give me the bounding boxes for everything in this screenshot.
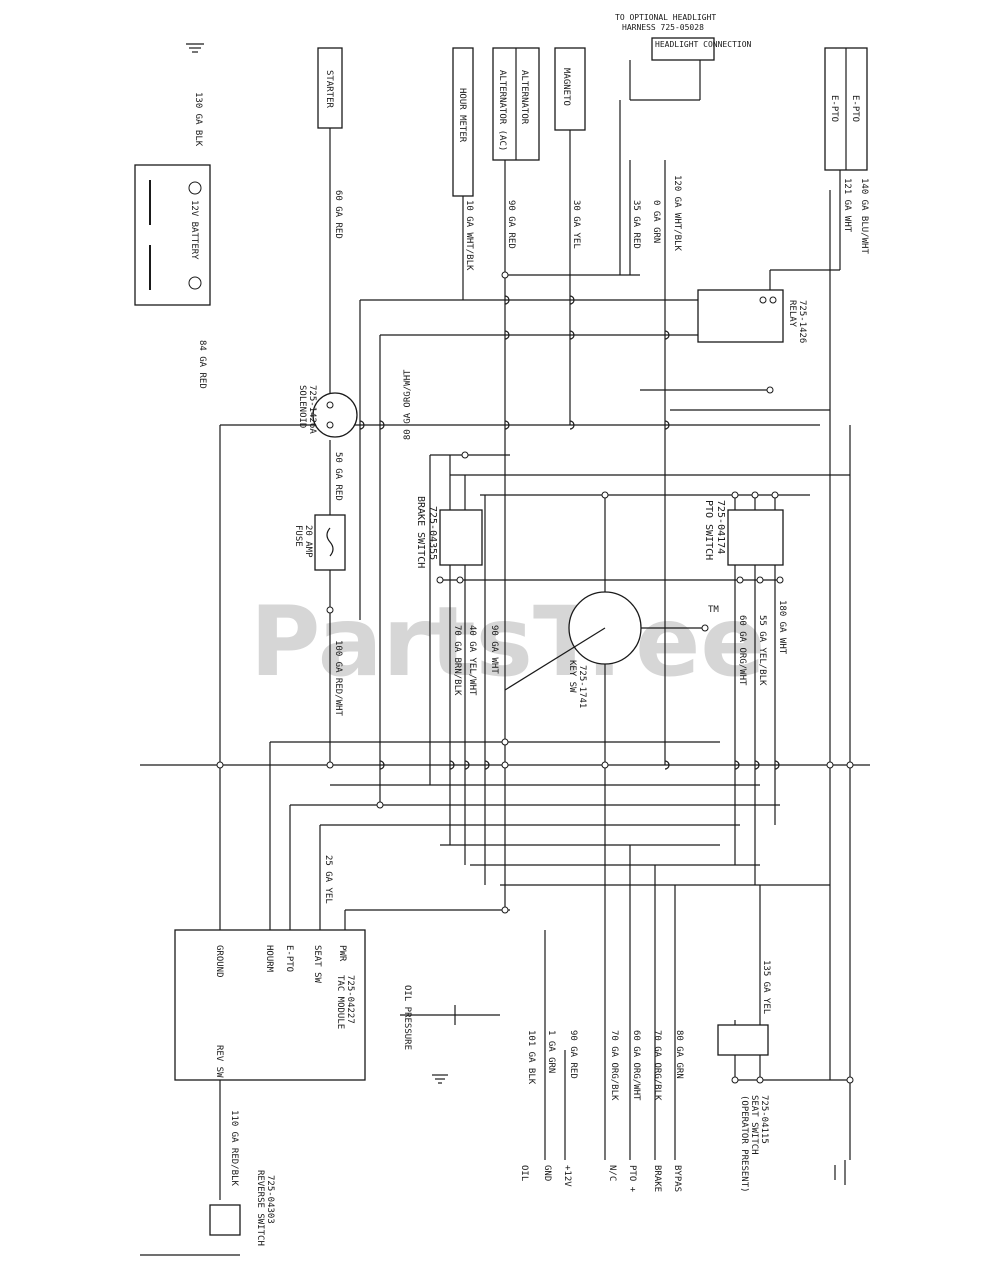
trademark: TM — [708, 605, 719, 615]
pto-switch-pn: 725-04174 — [715, 500, 726, 554]
wire-label: 70 GA BRN/BLK — [452, 625, 462, 696]
wire-label: 25 GA YEL — [323, 855, 333, 904]
conn-bypass: BYPAS — [672, 1165, 682, 1192]
wire-label: 70 GA ORG/BLK — [609, 1030, 619, 1101]
ground-lug-label: 130 GA BLK — [193, 92, 203, 147]
wire-label: 80 GA ORG/WHT — [403, 369, 413, 440]
hour-meter-label: HOUR METER — [457, 88, 467, 143]
fuse-label: FUSE — [293, 525, 303, 547]
relay-pn: 725-1426 — [797, 300, 807, 343]
battery-terminal-neg — [188, 181, 202, 195]
wire-label: 0 GA GRN — [651, 200, 661, 243]
key-switch-pn: 725-1741 — [577, 665, 587, 708]
tac-module-label: TAC MODULE — [335, 975, 345, 1029]
tac-pin-rev: REV SW — [214, 1045, 224, 1078]
solenoid-pn: 725-1426A — [307, 385, 317, 434]
ground-symbol-oil — [432, 1074, 448, 1084]
reverse-switch-pn: 725-04303 — [265, 1175, 275, 1224]
tac-pin-seat: SEAT SW — [312, 945, 322, 984]
oil-pressure-label: OIL PRESSURE — [402, 985, 412, 1050]
conn-oil: OIL — [519, 1165, 529, 1181]
brake-switch-box — [439, 509, 483, 566]
hour-meter-box — [452, 47, 474, 197]
wire-label: 30 GA YEL — [571, 200, 581, 249]
battery-terminal-pos — [188, 276, 202, 290]
tac-pin-ground: GROUND — [214, 945, 224, 978]
battery-label: 12V BATTERY — [189, 200, 199, 260]
wire-label: 90 GA RED — [506, 200, 516, 249]
wire-label: 35 GA RED — [631, 200, 641, 249]
seat-switch-pn: 725-04115 — [759, 1095, 769, 1144]
wire-label: 55 GA YEL/BLK — [757, 615, 767, 686]
wire-label: 90 GA RED — [568, 1030, 578, 1079]
reverse-switch-box — [209, 1204, 241, 1236]
wire-label: 140 GA BLU/WHT — [859, 178, 869, 254]
brake-switch-pn: 725-04355 — [427, 506, 438, 560]
starter-box — [317, 47, 343, 129]
tac-pin-epto: E-PTO — [284, 945, 294, 972]
solenoid — [312, 392, 358, 438]
pto-switch-label: PTO SWITCH — [703, 500, 714, 560]
wire-label: 101 GA BLK — [526, 1030, 536, 1085]
magneto-label: MAGNETO — [561, 68, 571, 106]
headlight-connection-box — [651, 37, 715, 61]
ground-symbol-top — [186, 43, 204, 53]
wire-label: 70 GA ORG/BLK — [652, 1030, 662, 1101]
ground-symbol-bottom — [834, 1160, 846, 1185]
key-switch-label: KEY SW — [567, 660, 577, 693]
conn-pto: PTO + — [627, 1165, 637, 1193]
reverse-switch-label: REVERSE SWITCH — [255, 1170, 265, 1246]
alternator-label: ALTERNATOR (AC) — [497, 70, 507, 151]
tac-module-box — [174, 929, 366, 1081]
wire-label: 90 GA WHT — [489, 625, 499, 674]
relay-box — [697, 289, 784, 343]
conn-gnd: GND — [542, 1165, 552, 1181]
wire-label: 40 GA YEL/WHT — [467, 625, 477, 696]
magneto-box — [554, 47, 586, 131]
wire-label: 1 GA GRN — [546, 1030, 556, 1073]
wire-label: 50 GA RED — [333, 452, 343, 501]
wire-label: 135 GA YEL — [761, 960, 771, 1014]
optional-headlight-label: TO OPTIONAL HEADLIGHT — [615, 13, 716, 22]
epto-label-b: E-PTO — [850, 95, 860, 122]
wire-label: 60 GA ORG/WHT — [631, 1030, 641, 1101]
headlight-connection-label: HEADLIGHT CONNECTION — [655, 40, 752, 49]
seat-switch-box — [717, 1024, 769, 1056]
wire-label: 110 GA RED/BLK — [229, 1110, 239, 1186]
alternator-sub-label: ALTERNATOR — [519, 70, 529, 125]
solenoid-label: SOLENOID — [297, 385, 307, 428]
fuse-amp: 20 AMP — [303, 525, 313, 558]
wire-label: 120 GA WHT/BLK — [672, 175, 682, 251]
wire-label: 84 GA RED — [197, 340, 207, 389]
brake-switch-label: BRAKE SWITCH — [415, 496, 426, 568]
conn-12v: +12V — [562, 1165, 572, 1187]
conn-nc: N/C — [607, 1165, 617, 1181]
watermark: PartsTree — [250, 586, 765, 698]
seat-switch-label: SEAT SWITCH — [749, 1095, 759, 1155]
wire-label: 121 GA WHT — [842, 178, 852, 233]
wire-label: 10 GA WHT/BLK — [464, 200, 474, 271]
wire-label: 100 GA RED/WHT — [333, 640, 343, 716]
wire-crossovers — [359, 295, 780, 770]
relay-label: RELAY — [787, 300, 797, 328]
wire-label: 60 GA ORG/WHT — [737, 615, 747, 686]
tac-pin-hourm: HOURM — [264, 945, 274, 973]
tac-pin-power: PWR — [337, 945, 347, 962]
conn-brake: BRAKE — [652, 1165, 662, 1192]
harness-label: HARNESS 725-05028 — [622, 23, 704, 32]
pto-switch-box — [727, 509, 784, 566]
tac-module-pn: 725-04227 — [345, 975, 355, 1024]
operator-present-label: (OPERATOR PRESENT) — [739, 1095, 749, 1193]
junctions — [216, 271, 854, 1084]
wire-label: 180 GA WHT — [777, 600, 787, 655]
wire-label: 80 GA GRN — [674, 1030, 684, 1079]
epto-label-a: E-PTO — [829, 95, 839, 122]
wire-label: 60 GA RED — [333, 190, 343, 239]
starter-label: STARTER — [324, 70, 334, 109]
